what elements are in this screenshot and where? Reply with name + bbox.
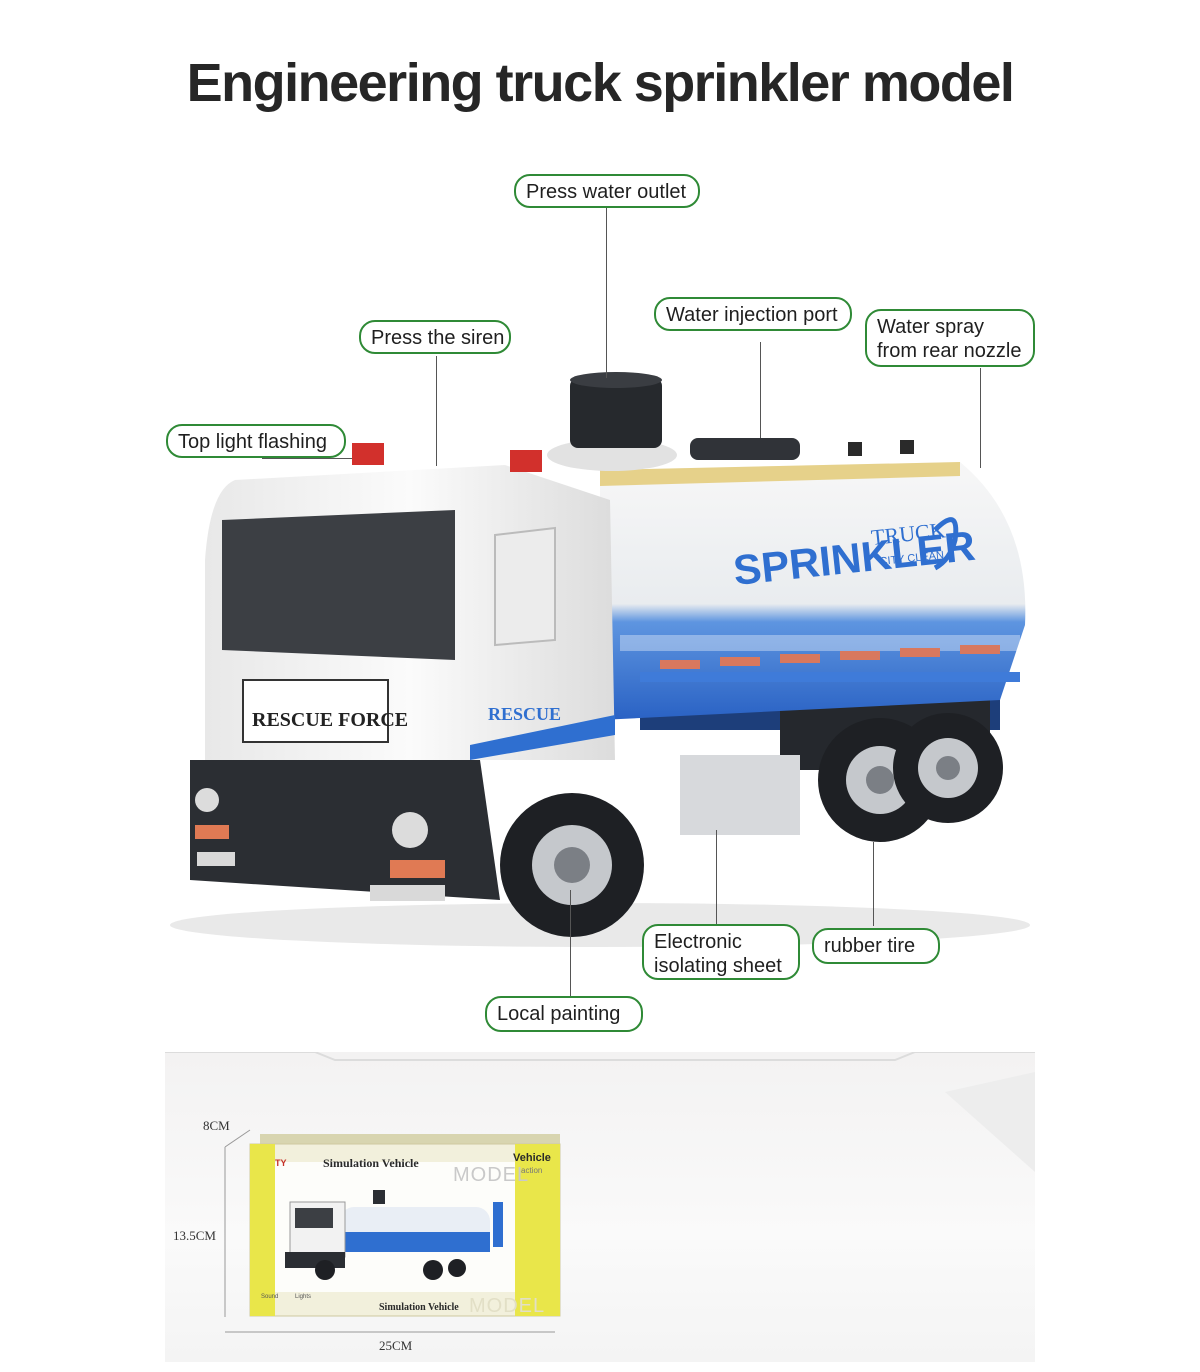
callout-water-injection-port: Water injection port	[654, 297, 852, 331]
dimension-height: 8CM	[203, 1118, 230, 1133]
rear-wheel-2	[893, 713, 1003, 823]
grille-text: RESCUE FORCE	[252, 709, 408, 731]
injection-port	[690, 438, 800, 460]
callout-press-water-outlet: Press water outlet	[514, 174, 700, 208]
leader-painting	[570, 890, 571, 996]
box-title: Simulation Vehicle	[323, 1156, 419, 1170]
box-logo: TY	[275, 1158, 287, 1168]
package-illustration	[165, 1052, 1035, 1333]
siren-light-right	[510, 450, 542, 472]
callout-top-light-flashing: Top light flashing	[166, 424, 346, 458]
front-wheel	[500, 793, 644, 937]
box-title-bottom: Simulation Vehicle	[379, 1302, 459, 1313]
box-model: MODEL	[453, 1164, 530, 1186]
battery-box	[680, 755, 800, 835]
front-bumper	[190, 760, 500, 900]
door-text: RESCUE	[488, 704, 561, 724]
box-brand-sub: action	[521, 1166, 543, 1175]
box-sound: Sound	[261, 1294, 279, 1300]
leader-rear-nozzle	[980, 368, 981, 468]
tank-stripe	[640, 645, 1020, 682]
callout-local-painting: Local painting	[485, 996, 643, 1032]
dimension-width: 25CM	[379, 1338, 413, 1353]
leader-top-light	[262, 458, 352, 459]
box-brand: Vehicle	[513, 1152, 551, 1164]
water-outlet	[570, 378, 662, 448]
callout-press-the-siren: Press the siren	[359, 320, 511, 354]
dimension-side: 13.5CM	[173, 1228, 216, 1243]
leader-water-outlet	[606, 208, 607, 378]
page-title: Engineering truck sprinkler model	[186, 53, 1015, 113]
leader-rubber-tire	[873, 842, 874, 926]
leader-siren	[436, 356, 437, 466]
callout-electronic-isolating-sheet: Electronic isolating sheet	[642, 924, 800, 980]
callout-water-spray: Water spray from rear nozzle	[865, 309, 1035, 367]
leader-isolating-sheet	[716, 830, 717, 926]
box-lights: Lights	[295, 1294, 312, 1300]
callout-rubber-tire: rubber tire	[812, 928, 940, 964]
box-model-bottom: MODEL	[469, 1295, 546, 1317]
siren-light-left	[352, 443, 384, 465]
leader-injection-port	[760, 342, 761, 438]
truck-illustration: SPRINKLER TRUCK CITY CLEAN RESCUE FORCE …	[170, 372, 1030, 947]
package-panel: 8CM 13.5CM 25CM TY Simulation Vehicle MO…	[165, 1052, 1035, 1362]
windshield	[222, 510, 455, 660]
